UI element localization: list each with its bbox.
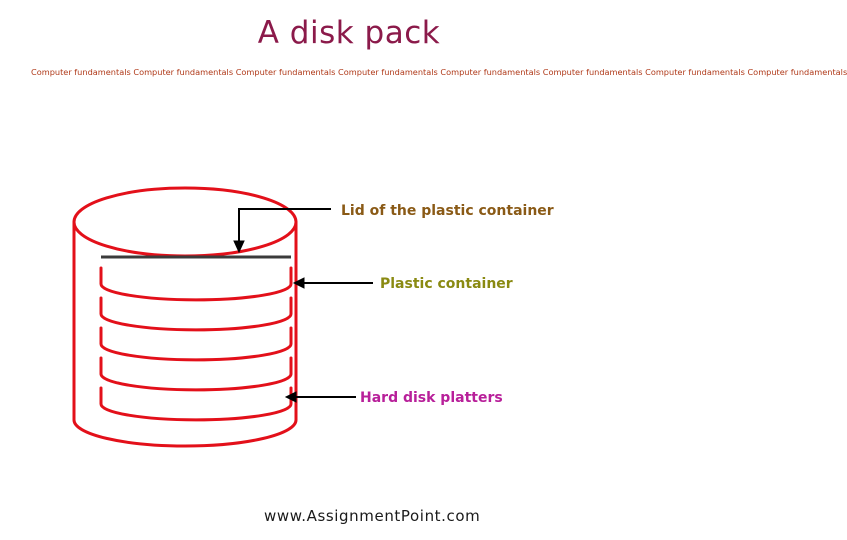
platter: [99, 326, 293, 362]
platter: [99, 386, 293, 422]
slide-title: A disk pack: [257, 15, 441, 51]
container-arrow-head: [292, 277, 305, 289]
footer-website[interactable]: www.AssignmentPoint.com: [264, 507, 481, 525]
container-lid: [72, 186, 298, 258]
platter: [99, 296, 293, 332]
platter: [99, 356, 293, 392]
platters-arrow-head: [284, 391, 297, 403]
lid-arrow-head: [233, 240, 245, 254]
lid-arrow: [238, 208, 331, 242]
platter: [99, 266, 293, 302]
container-body: [72, 220, 298, 448]
label-plastic-container: Plastic container: [380, 276, 513, 292]
label-hard-disk-platters: Hard disk platters: [360, 390, 503, 406]
slide: A disk pack Computer fundamentals Comput…: [31, 15, 847, 525]
disk-pack-diagram: [72, 186, 373, 448]
slide-tagline: Computer fundamentals Computer fundament…: [31, 67, 847, 77]
label-lid: Lid of the plastic container: [341, 203, 554, 219]
